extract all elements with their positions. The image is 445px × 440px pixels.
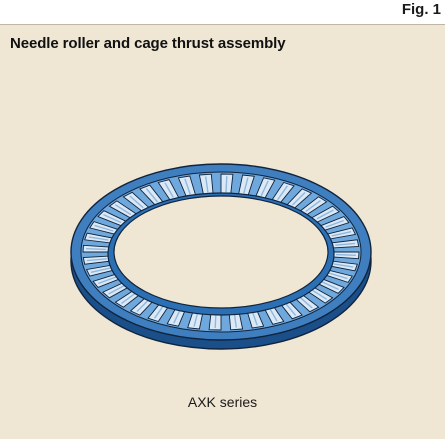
roller-highlight: [298, 295, 313, 309]
roller-highlight: [86, 258, 107, 262]
roller-highlight: [114, 204, 132, 216]
needle-rollers: [82, 173, 360, 331]
roller-highlight: [136, 298, 150, 312]
roller-highlight: [225, 176, 228, 193]
roller-highlight: [333, 263, 354, 268]
roller-highlight: [325, 219, 345, 228]
roller-highlight: [86, 248, 107, 251]
roller-highlight: [243, 177, 249, 194]
roller-highlight: [335, 253, 356, 256]
bearing-illustration: [70, 163, 372, 350]
roller-highlight: [205, 176, 209, 193]
roller-highlight: [316, 209, 334, 220]
bore-opening: [113, 195, 329, 309]
cage-inner-rim: [107, 192, 335, 316]
roller-highlight: [292, 192, 306, 206]
roller-highlight: [305, 200, 321, 212]
roller-highlight: [331, 231, 352, 237]
roller-highlight: [328, 272, 348, 280]
roller-highlight: [108, 284, 126, 295]
roller-highlight: [129, 195, 144, 209]
roller-highlight: [103, 213, 122, 224]
roller-highlight: [164, 182, 174, 198]
figure-label: Fig. 1: [401, 1, 441, 18]
roller-highlight: [121, 292, 137, 304]
roller-highlight: [310, 288, 328, 300]
figure-title: Needle roller and cage thrust assembly: [10, 35, 286, 52]
roller-highlight: [184, 178, 191, 195]
roller-highlight: [335, 242, 356, 246]
roller-highlight: [260, 180, 269, 197]
figure-header: Fig. 1: [0, 0, 445, 24]
figure-caption: AXK series: [187, 394, 258, 410]
roller-highlight: [145, 188, 159, 203]
roller-highlight: [277, 185, 288, 201]
roller-highlight: [88, 236, 109, 241]
roller-highlight: [97, 276, 117, 285]
figure-panel: Needle roller and cage thrust assembly A…: [0, 24, 445, 439]
roller-highlight: [90, 267, 111, 273]
roller-highlight: [320, 280, 339, 291]
roller-highlight: [94, 224, 114, 232]
